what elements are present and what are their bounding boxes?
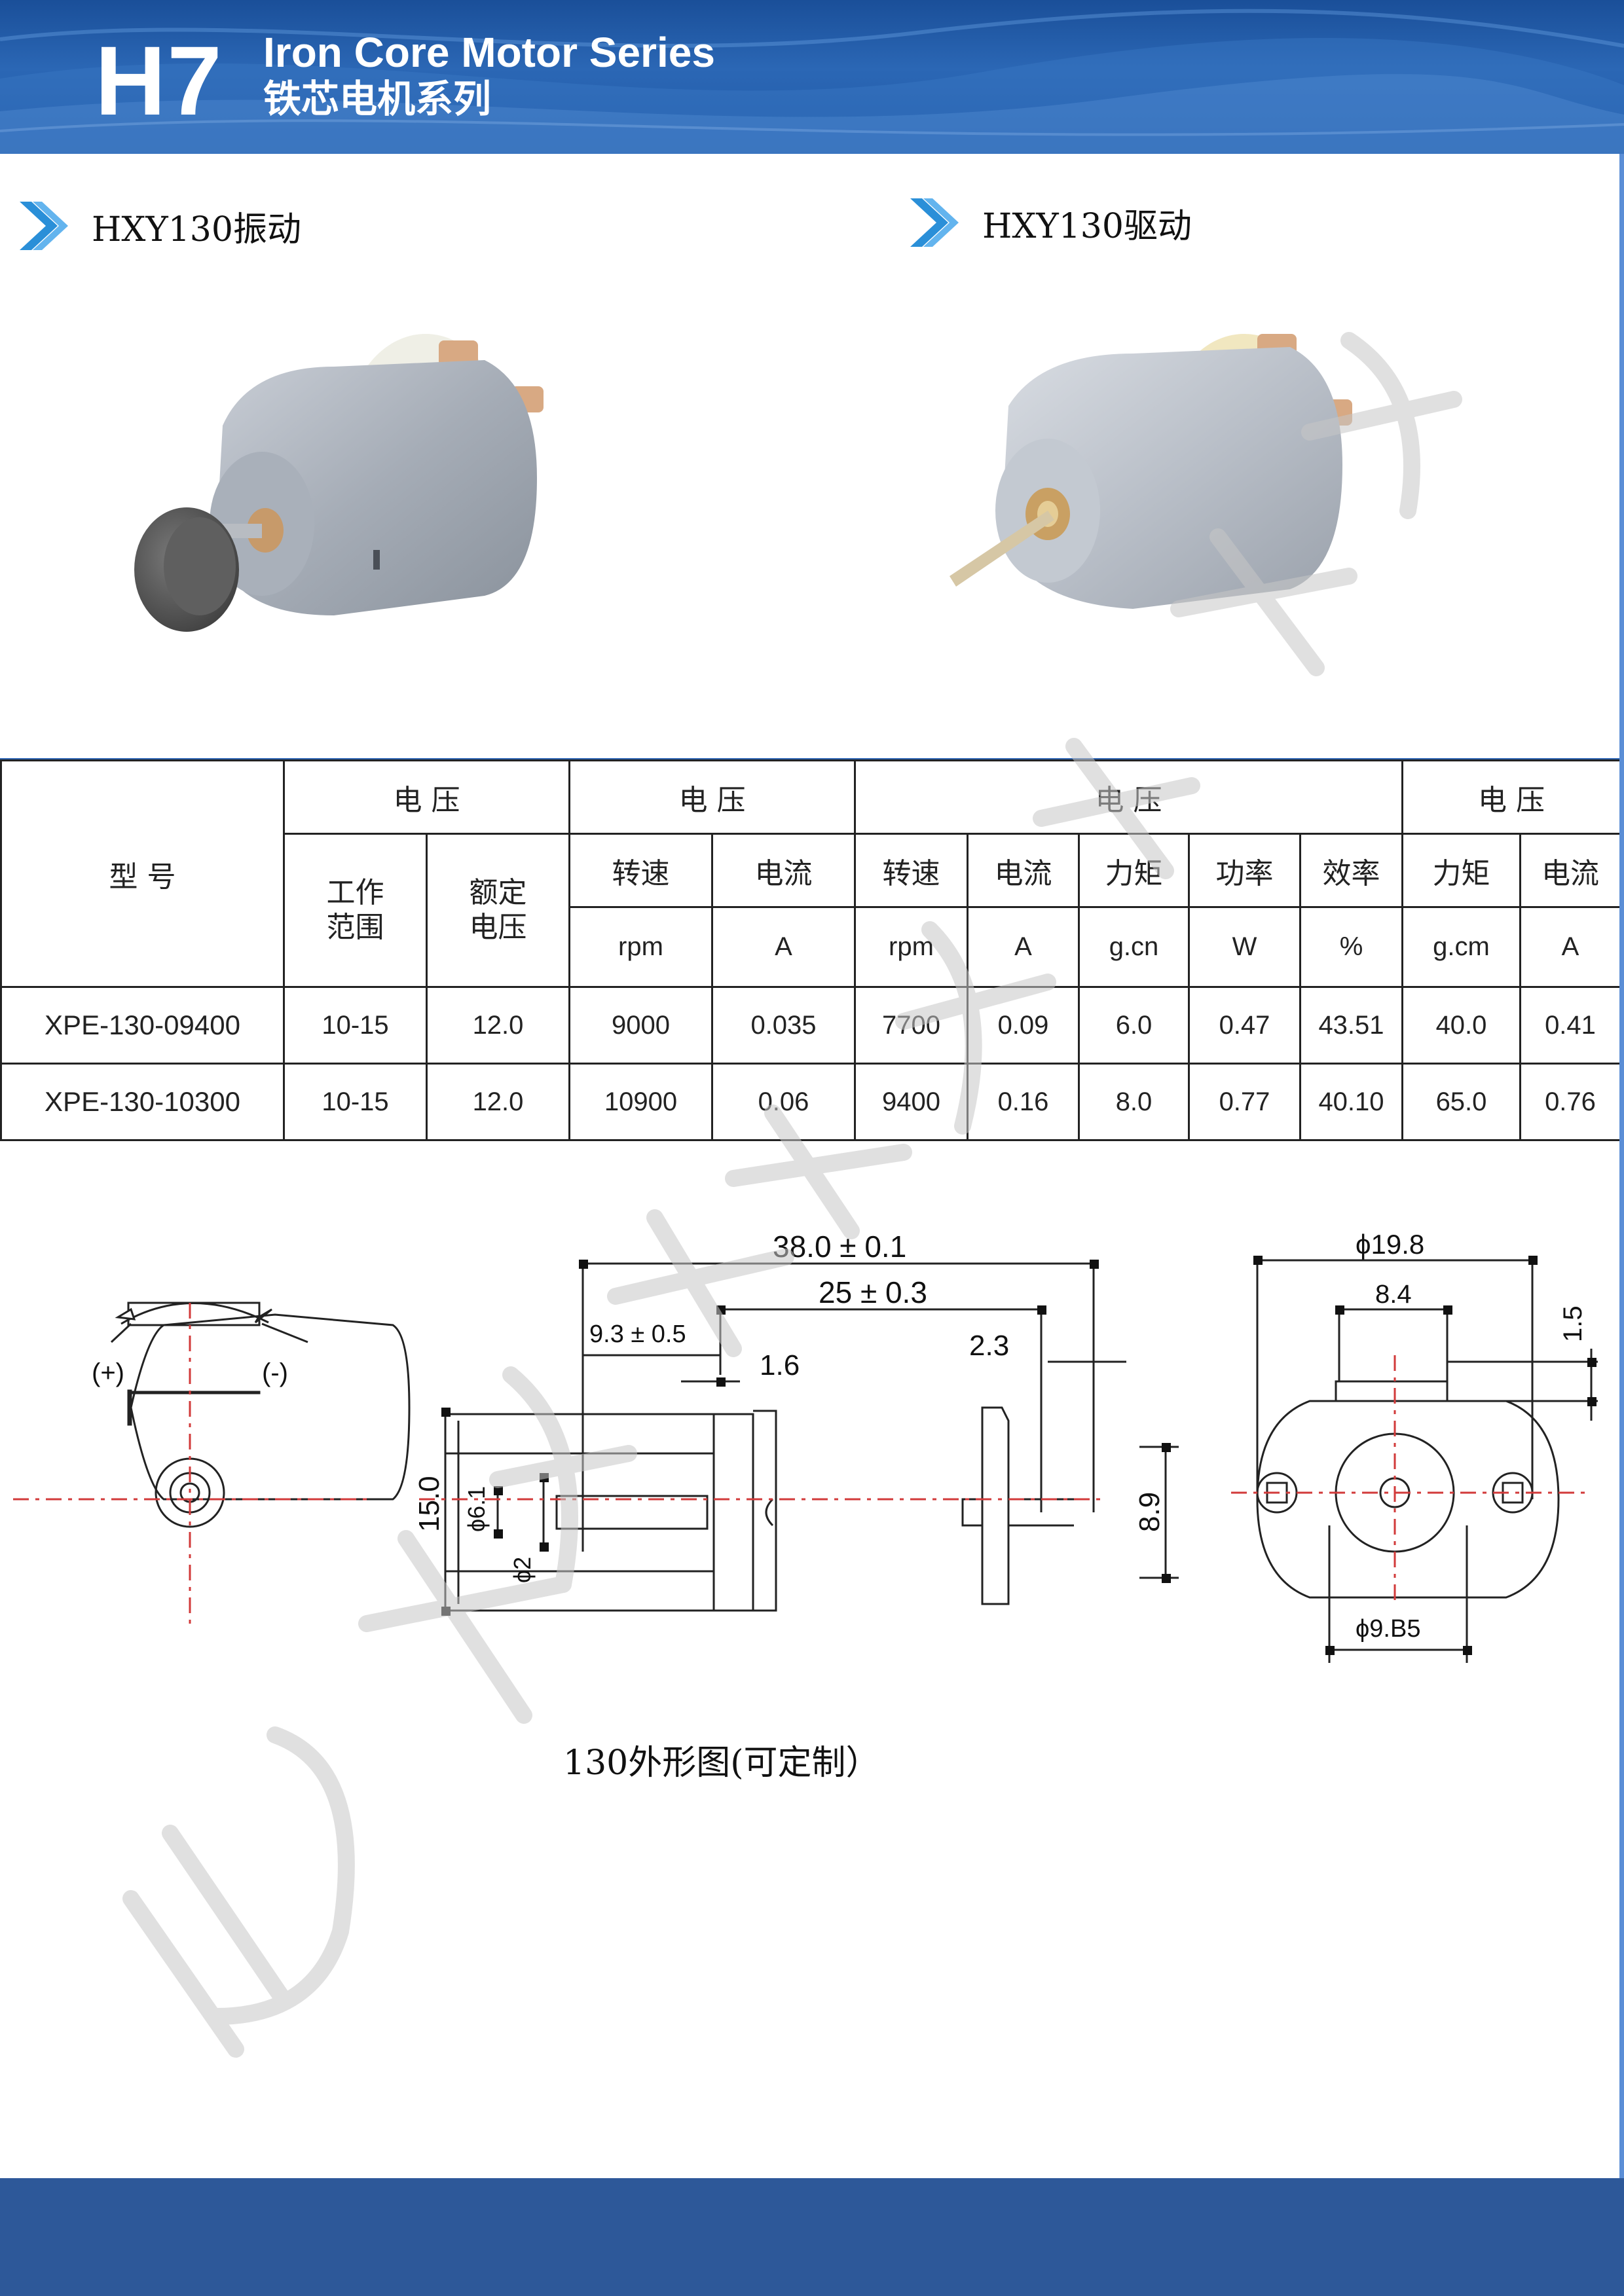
terminal-minus-label: (-)	[262, 1358, 288, 1387]
group-header-range: 电 压	[283, 759, 570, 835]
unit-cell: rpm	[568, 906, 713, 988]
product-heading-drive: HXY130驱动	[904, 190, 1192, 255]
header-current: 电流	[1519, 833, 1621, 908]
side-view-boss	[555, 1495, 709, 1530]
unit-cell: A	[1519, 906, 1621, 988]
table-top-rule	[0, 758, 1619, 761]
drawing-caption: 130外形图(可定制）	[563, 1743, 880, 1783]
right-view-terminal-block	[1335, 1380, 1449, 1402]
table-cell: 9400	[854, 1063, 969, 1141]
table-cell: 10900	[568, 1063, 713, 1141]
model-header: 型 号	[0, 759, 285, 988]
model-cell: XPE-130-10300	[0, 1063, 285, 1141]
header-torque: 力矩	[1078, 833, 1190, 908]
table-cell: 10-15	[283, 986, 428, 1065]
chevron-right-icon	[910, 198, 959, 247]
unit-cell: A	[711, 906, 856, 988]
chevron-right-icon	[20, 202, 68, 250]
vibration-motor-photo	[134, 334, 544, 632]
header-current: 电流	[967, 833, 1080, 908]
header-speed: 转速	[854, 833, 969, 908]
table-cell: 0.06	[711, 1063, 856, 1141]
right-view-body	[1256, 1400, 1560, 1599]
dim-8-9-label: 8.9	[1134, 1492, 1166, 1532]
terminal-plus-label: (+)	[92, 1358, 124, 1387]
header-current: 电流	[711, 833, 856, 908]
dim-shaft-label: ϕ6.1	[463, 1486, 490, 1532]
table-cell: 9000	[568, 986, 713, 1065]
unit-cell: rpm	[854, 906, 969, 988]
table-cell: 0.09	[967, 986, 1080, 1065]
table-cell: 40.0	[1401, 986, 1521, 1065]
product-heading-text: HXY130驱动	[982, 206, 1192, 246]
product-heading-vibration: HXY130振动	[13, 193, 301, 259]
group-header-maxeff: 电 压	[854, 759, 1403, 835]
group-header-stall: 电 压	[1401, 759, 1621, 835]
dim-dia-label: ϕ19.8	[1356, 1229, 1424, 1260]
unit-cell: g.cm	[1401, 906, 1521, 988]
dim-height-label: 15.0	[413, 1476, 445, 1532]
header-rated-voltage: 额定 电压	[426, 833, 570, 988]
series-title-cn: 铁芯电机系列	[263, 77, 492, 121]
table-cell: 0.77	[1188, 1063, 1301, 1141]
unit-cell: %	[1299, 906, 1403, 988]
table-cell: 12.0	[426, 1063, 570, 1141]
dim-bottom-label: ϕ9.B5	[1356, 1615, 1420, 1643]
dim-1-6-label: 1.6	[760, 1349, 800, 1381]
table-row: XPE-130-09400 10-15 12.0 9000 0.035 7700…	[0, 986, 1621, 1065]
dim-1-5-label: 1.5	[1559, 1305, 1587, 1342]
table-cell: 40.10	[1299, 1063, 1403, 1141]
product-heading-text: HXY130振动	[92, 210, 301, 249]
header-power: 功率	[1188, 833, 1301, 908]
dim-shaft2-label: ϕ2	[509, 1557, 536, 1583]
dim-body-label: 25 ± 0.3	[819, 1275, 927, 1309]
banner-wave-decoration	[0, 9, 1624, 154]
table-row: XPE-130-10300 10-15 12.0 10900 0.06 9400…	[0, 1063, 1621, 1141]
table-cell: 8.0	[1078, 1063, 1190, 1141]
footer-bar	[0, 2178, 1624, 2296]
dim-boss-label: 9.3 ± 0.5	[589, 1321, 686, 1348]
dim-2-3-label: 2.3	[969, 1330, 1009, 1362]
group-header-noload: 电 压	[568, 759, 856, 835]
series-code: H7	[95, 26, 223, 136]
header-efficiency: 效率	[1299, 833, 1403, 908]
spec-table: 型 号 电 压 电 压 电 压 电 压 工作 范围 额定 电压 转速 电流 转速…	[0, 759, 1621, 1141]
header-banner: H7 Iron Core Motor Series 铁芯电机系列	[0, 0, 1624, 154]
table-cell: 0.76	[1519, 1063, 1621, 1141]
series-title-en: Iron Core Motor Series	[263, 29, 715, 76]
outline-drawing: (+) (-) 38.0 ± 0.1 25 ± 0.3 9.3 ± 0.5 1.…	[13, 1229, 1598, 1663]
model-cell: XPE-130-09400	[0, 986, 285, 1065]
table-cell: 6.0	[1078, 986, 1190, 1065]
side-view-endcap	[981, 1406, 1010, 1605]
drive-motor-photo	[950, 334, 1352, 609]
end-view-body	[130, 1313, 411, 1501]
header-speed: 转速	[568, 833, 713, 908]
table-cell: 0.47	[1188, 986, 1301, 1065]
header-torque: 力矩	[1401, 833, 1521, 908]
dim-length-label: 38.0 ± 0.1	[773, 1230, 906, 1264]
unit-cell: A	[967, 906, 1080, 988]
table-cell: 10-15	[283, 1063, 428, 1141]
table-cell: 12.0	[426, 986, 570, 1065]
unit-cell: W	[1188, 906, 1301, 988]
header-work-range: 工作 范围	[283, 833, 428, 988]
table-cell: 7700	[854, 986, 969, 1065]
dim-8-4-label: 8.4	[1375, 1280, 1412, 1309]
table-cell: 65.0	[1401, 1063, 1521, 1141]
table-cell: 43.51	[1299, 986, 1403, 1065]
table-cell: 0.035	[711, 986, 856, 1065]
end-view-arc	[120, 1302, 269, 1325]
table-cell: 0.16	[967, 1063, 1080, 1141]
page-right-border	[1619, 154, 1624, 2178]
table-cell: 0.41	[1519, 986, 1621, 1065]
unit-cell: g.cn	[1078, 906, 1190, 988]
